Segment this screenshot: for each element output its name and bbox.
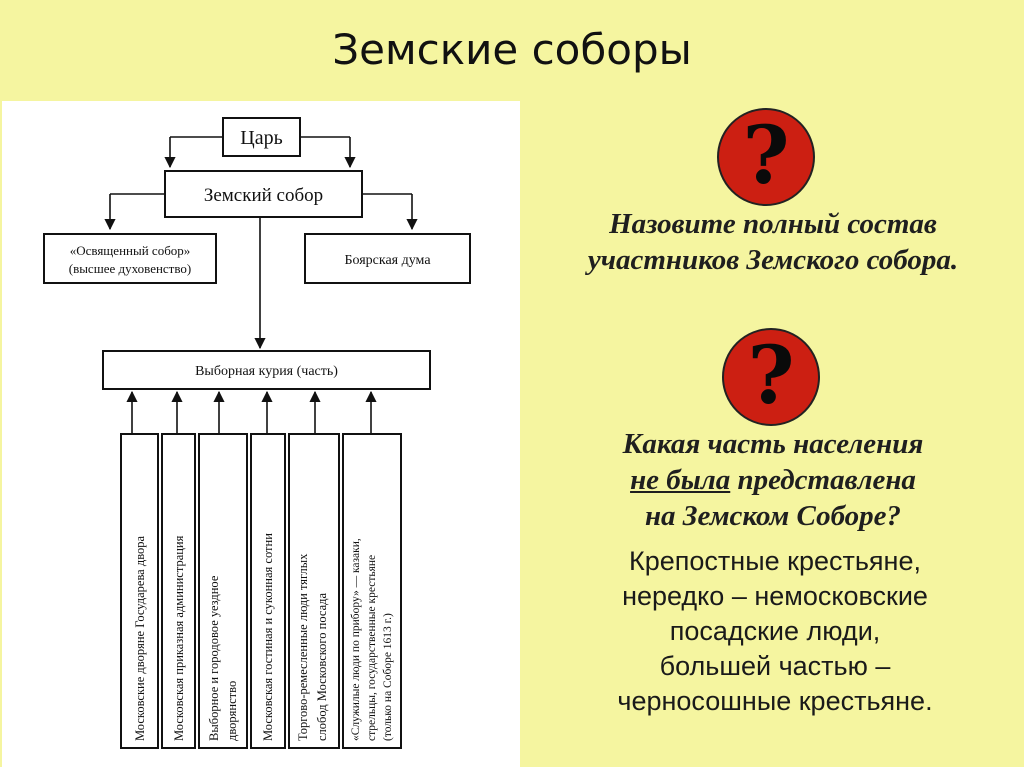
question-2-line-3: на Земском Соборе?	[644, 500, 902, 532]
column-box-3	[198, 433, 248, 749]
question-mark-glyph: ?	[742, 108, 790, 202]
answer-line-1: Крепостные крестьяне,	[629, 546, 921, 576]
column-4-line-1: Московская гостиная и суконная сотни	[261, 533, 275, 741]
column-5-line-2: слобод Московского посада	[315, 593, 329, 741]
question-2: Какая часть населения не была представле…	[526, 426, 1020, 534]
title-bar: Земские соборы	[0, 0, 1024, 100]
column-box-5	[288, 433, 340, 749]
question-icon: ?	[722, 328, 820, 426]
question-2-line-2: не была представлена	[526, 462, 1020, 498]
question-2-line-1: Какая часть населения	[622, 428, 924, 460]
clergy-label-line1: «Освященный собор»	[70, 243, 191, 258]
column-6-line-1: «Служилые люди по прибору» — казаки,	[350, 538, 362, 741]
column-box-4	[250, 433, 286, 749]
zemsky-sobor-label: Земский собор	[204, 185, 323, 206]
answer-line-3: посадские люди,	[669, 616, 881, 646]
elected-curia-label: Выборная курия (часть)	[195, 364, 338, 379]
diagram-panel: Царь Земский собор «Освященный собор» (в…	[2, 101, 520, 767]
clergy-box	[43, 233, 217, 284]
answer-line-5: черносошные крестьяне.	[617, 686, 933, 716]
slide-title: Земские соборы	[332, 24, 692, 74]
column-box-1	[120, 433, 159, 749]
boyar-duma-box	[304, 233, 471, 284]
zemsky-sobor-box	[164, 170, 363, 218]
boyar-duma-label: Боярская дума	[344, 253, 431, 268]
column-5-line-1: Торгово-ремесленные люди тяглых	[296, 553, 310, 741]
question-1: Назовите полный состав участников Земско…	[526, 206, 1020, 278]
answer-line-4: большей частью –	[659, 651, 891, 681]
column-6-line-3: (только на Соборе 1613 г.)	[382, 613, 394, 741]
question-icon: ?	[717, 108, 815, 206]
elected-curia-box	[102, 350, 431, 390]
column-2-line-1: Московская приказная администрация	[172, 535, 186, 741]
column-3-line-2: дворянство	[225, 681, 239, 741]
tsar-label: Царь	[240, 127, 282, 149]
question-1-line-1: Назовите полный состав	[609, 208, 937, 240]
question-2-line-2-rest: представлена	[730, 464, 916, 496]
answer-text: Крепостные крестьяне, нередко – немосков…	[530, 544, 1020, 719]
column-1-line-1: Московские дворяне Государева двора	[133, 535, 147, 741]
column-6-line-2: стрельцы, государственные крестьяне	[366, 555, 378, 741]
tsar-box	[222, 117, 301, 157]
clergy-label-line2: (высшее духовенство)	[69, 261, 192, 276]
question-mark-glyph: ?	[747, 328, 795, 422]
question-2-emphasis: не была	[630, 464, 731, 496]
hierarchy-diagram: Царь Земский собор «Освященный собор» (в…	[43, 117, 471, 749]
answer-line-2: нередко – немосковские	[622, 581, 928, 611]
column-box-2	[161, 433, 196, 749]
column-box-6	[342, 433, 402, 749]
question-1-line-2: участников Земского собора.	[587, 244, 959, 276]
column-3-line-1: Выборное и городовое уездное	[207, 575, 221, 741]
